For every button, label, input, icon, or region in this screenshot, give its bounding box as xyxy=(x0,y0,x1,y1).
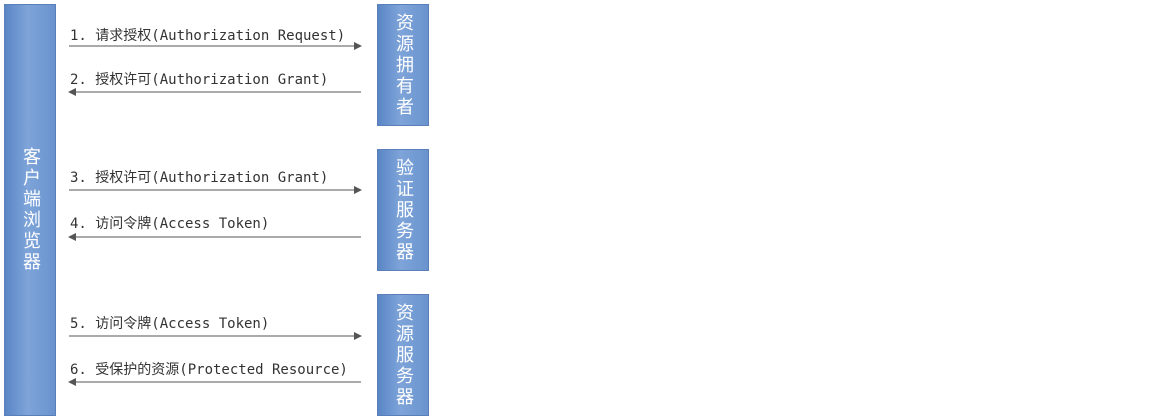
message-5-label: 5. 访问令牌(Access Token) xyxy=(70,316,270,332)
message-3-label: 3. 授权许可(Authorization Grant) xyxy=(70,170,329,186)
client-browser-label: 客户端浏览器 xyxy=(20,147,41,273)
resource-owner-box: 资源拥有者 xyxy=(377,4,429,126)
auth-server-box: 验证服务器 xyxy=(377,149,429,271)
resource-server-box: 资源服务器 xyxy=(377,294,429,416)
message-6-label: 6. 受保护的资源(Protected Resource) xyxy=(70,362,348,378)
client-browser-box: 客户端浏览器 xyxy=(4,4,56,416)
resource-server-label: 资源服务器 xyxy=(393,302,414,408)
auth-server-label: 验证服务器 xyxy=(393,157,414,263)
message-1-label: 1. 请求授权(Authorization Request) xyxy=(70,28,346,44)
message-2-label: 2. 授权许可(Authorization Grant) xyxy=(70,72,329,88)
message-4-label: 4. 访问令牌(Access Token) xyxy=(70,216,270,232)
resource-owner-label: 资源拥有者 xyxy=(393,12,414,118)
